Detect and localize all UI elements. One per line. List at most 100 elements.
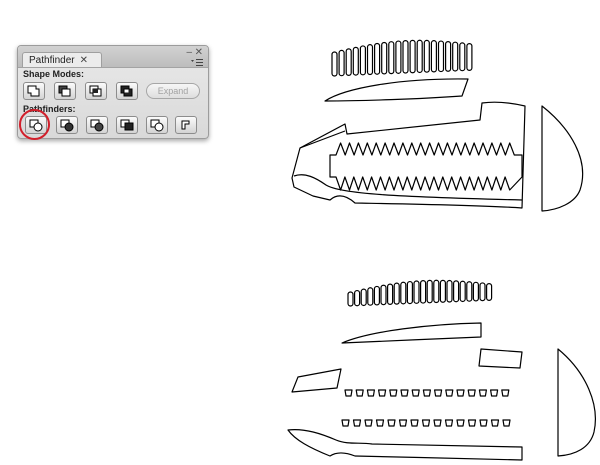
crop-button[interactable] <box>116 116 138 134</box>
slat <box>388 41 395 75</box>
tooth <box>344 389 353 397</box>
tooth <box>479 419 488 427</box>
bottom-sliver-shape <box>341 322 482 344</box>
tab-pathfinder[interactable]: Pathfinder ✕ <box>22 52 102 67</box>
slat <box>453 280 460 303</box>
tooth <box>490 419 500 427</box>
slat <box>433 279 440 304</box>
minus-front-icon <box>58 85 71 97</box>
panel-menu-icon[interactable] <box>190 58 204 67</box>
tooth <box>352 419 362 427</box>
tooth <box>490 389 499 397</box>
intersect-icon <box>89 85 102 97</box>
slat <box>423 39 430 73</box>
exclude-button[interactable] <box>116 82 138 100</box>
tooth <box>355 389 364 397</box>
tooth <box>444 419 454 427</box>
bottom-right-wing <box>557 348 596 457</box>
slat <box>413 280 420 304</box>
bottom-row-slats <box>347 279 493 307</box>
slat <box>402 40 409 74</box>
tooth <box>456 389 465 397</box>
slat <box>360 288 367 307</box>
top-sliver-shape <box>324 78 469 102</box>
slat <box>347 291 354 307</box>
tooth <box>398 419 408 427</box>
bottom-upper-teeth <box>344 389 510 397</box>
slat <box>381 41 388 75</box>
slat <box>380 284 387 306</box>
minus-back-button[interactable] <box>175 116 197 134</box>
unite-icon <box>27 85 40 97</box>
tooth <box>434 389 443 397</box>
tooth <box>467 419 477 427</box>
tooth <box>366 389 375 397</box>
top-body-inner-line <box>299 130 346 149</box>
slat <box>472 281 479 302</box>
tooth <box>411 389 420 397</box>
slat <box>466 42 473 71</box>
trim-icon <box>60 119 74 132</box>
tooth <box>456 419 465 427</box>
pathfinder-panel: Pathfinder ✕ – ✕ Shape Modes: <box>17 45 209 139</box>
tooth <box>502 419 511 427</box>
slat <box>406 280 413 305</box>
top-body-lower-line <box>293 174 523 201</box>
slat <box>466 281 473 302</box>
unite-button[interactable] <box>23 82 45 100</box>
minimize-icon[interactable]: – <box>186 47 192 58</box>
tooth <box>364 419 373 427</box>
merge-button[interactable] <box>86 116 108 134</box>
tab-label: Pathfinder <box>29 54 75 66</box>
slat <box>439 279 446 303</box>
expand-button[interactable]: Expand <box>146 83 200 99</box>
trim-button[interactable] <box>56 116 78 134</box>
top-slot-shape <box>329 142 523 191</box>
slat <box>374 42 381 75</box>
slat <box>426 279 433 304</box>
slat <box>459 280 466 303</box>
tooth <box>387 419 396 427</box>
outline-icon <box>150 119 164 132</box>
divide-icon <box>29 119 43 132</box>
tooth <box>341 419 350 427</box>
merge-icon <box>90 119 104 132</box>
slat <box>416 39 423 74</box>
slat <box>437 40 445 73</box>
top-row-slats <box>331 39 473 77</box>
tooth <box>400 389 409 397</box>
divide-button[interactable] <box>25 116 47 134</box>
tooth <box>501 389 510 397</box>
outline-button[interactable] <box>146 116 168 134</box>
slat <box>359 45 366 76</box>
tooth <box>389 389 398 397</box>
tab-close-icon[interactable]: ✕ <box>79 54 88 66</box>
intersect-button[interactable] <box>85 82 107 100</box>
slat <box>366 44 374 76</box>
tooth <box>422 389 431 397</box>
tooth <box>433 419 442 427</box>
slat <box>345 48 352 77</box>
slat <box>459 42 466 72</box>
slat <box>338 49 345 77</box>
crop-icon <box>120 119 134 131</box>
close-icon[interactable]: ✕ <box>194 47 203 58</box>
shape-modes-label: Shape Modes: <box>23 69 85 79</box>
minus-front-button[interactable] <box>54 82 76 100</box>
tooth <box>478 389 487 397</box>
tooth <box>378 389 387 397</box>
slat <box>395 40 402 74</box>
slat <box>486 283 493 302</box>
tooth <box>421 419 431 427</box>
slat <box>446 279 453 303</box>
tooth <box>445 389 454 397</box>
slat <box>352 46 359 76</box>
slat <box>400 281 407 305</box>
slat <box>373 285 380 306</box>
tooth <box>375 419 385 427</box>
slat <box>479 282 486 302</box>
slat <box>409 39 416 74</box>
slat <box>331 51 338 77</box>
minus-back-icon <box>181 120 190 130</box>
